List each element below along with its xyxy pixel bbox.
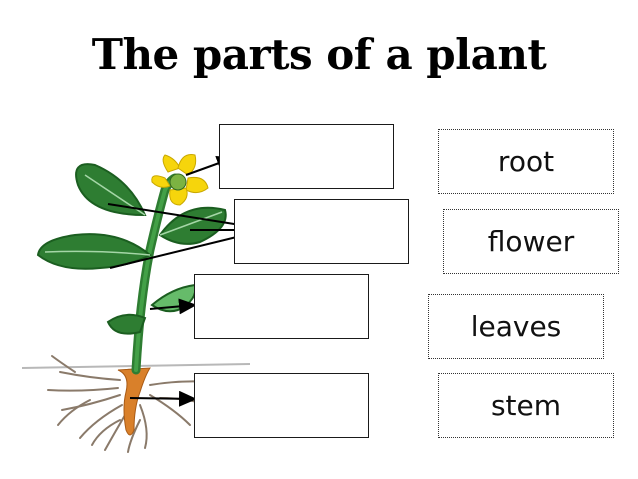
answer-box-flower[interactable] xyxy=(219,124,394,189)
pointer-arrows xyxy=(107,155,255,407)
answer-box-leaves[interactable] xyxy=(234,199,409,264)
arrow-stem xyxy=(149,298,197,315)
arrow-leaf-3 xyxy=(109,229,255,269)
arrow-root xyxy=(129,390,197,407)
page-title: The parts of a plant xyxy=(91,30,547,79)
word-card-leaves[interactable]: leaves xyxy=(428,294,604,359)
taproot xyxy=(117,367,151,436)
word-card-stem[interactable]: stem xyxy=(438,373,614,438)
leaves-group xyxy=(36,163,227,335)
answer-box-root[interactable] xyxy=(194,373,369,438)
word-card-label: stem xyxy=(490,389,562,422)
word-card-label: leaves xyxy=(470,310,562,343)
word-card-label: root xyxy=(497,145,555,178)
arrow-leaf-1 xyxy=(107,203,255,233)
word-card-root[interactable]: root xyxy=(438,129,614,194)
flower-illustration xyxy=(151,154,209,206)
answer-box-stem[interactable] xyxy=(194,274,369,339)
word-card-label: flower xyxy=(487,225,575,258)
word-card-flower[interactable]: flower xyxy=(443,209,619,274)
